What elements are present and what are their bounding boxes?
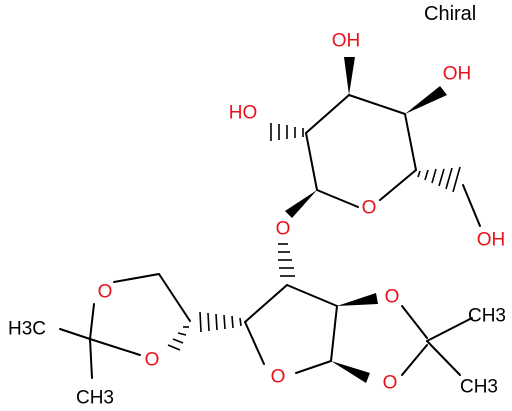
wedge-bond-oh-top [344, 57, 355, 95]
methyl-ch3-left-label: CH3 [76, 388, 114, 409]
bond [295, 360, 332, 374]
methyl-h3c-label: H3C [8, 319, 46, 340]
bond [305, 132, 318, 191]
hashed-bond-ho-left [270, 123, 304, 141]
o-dioxolane-b-bottom-label: O [383, 373, 398, 394]
wedge-bond-glycosidic [285, 190, 317, 218]
oh-top-label: OH [332, 31, 361, 52]
ho-left-label: HO [229, 103, 258, 124]
bond [379, 169, 417, 201]
dioxolane-a [59, 273, 191, 379]
furanose-ring [244, 284, 338, 374]
o-glycosidic-label: O [276, 219, 291, 240]
o-dioxolane-a-top-label: O [98, 282, 113, 303]
bond [158, 273, 191, 322]
bond [113, 273, 160, 283]
bond [348, 94, 406, 115]
bond [305, 94, 350, 134]
o-dioxolane-a-bottom-label: O [145, 350, 160, 371]
bond [401, 305, 428, 339]
bond [59, 328, 91, 340]
wedge-bond-dioxolane-b-bottom [331, 361, 370, 383]
dioxolane-b [401, 305, 473, 376]
hashed-bond-dioxolane-a-ring [167, 326, 189, 351]
o-dioxolane-b-top-label: O [385, 287, 400, 308]
oh-right-label: OH [443, 64, 472, 85]
oh-ch2-label: OH [477, 230, 506, 251]
pyranose-ring [305, 94, 417, 208]
bond [89, 338, 141, 356]
bond [316, 189, 359, 208]
hashed-bond-ch2 [417, 166, 461, 193]
bond [401, 344, 428, 376]
methyl-ch3-right-top-label: CH3 [468, 306, 506, 327]
methyl-ch3-right-bottom-label: CH3 [460, 377, 498, 398]
wedge-bond-oh-right [405, 86, 447, 114]
o-furanose-label: O [271, 367, 286, 388]
hashed-bond-dioxolane-a [199, 311, 242, 333]
bond [244, 284, 288, 323]
hashed-bond-glycosidic-furanose [278, 243, 295, 277]
bond [426, 340, 461, 376]
wedge-bond-dioxolane-b-top [337, 293, 378, 306]
o-pyranose-label: O [362, 198, 377, 219]
bond [286, 284, 338, 307]
bond [89, 303, 95, 340]
bond [404, 113, 417, 171]
bond [244, 321, 265, 365]
bond [426, 317, 473, 342]
bond [330, 305, 338, 362]
bond [89, 338, 93, 379]
chiral-flag: Chiral [424, 3, 476, 25]
bond-ch2-oh [462, 184, 481, 227]
